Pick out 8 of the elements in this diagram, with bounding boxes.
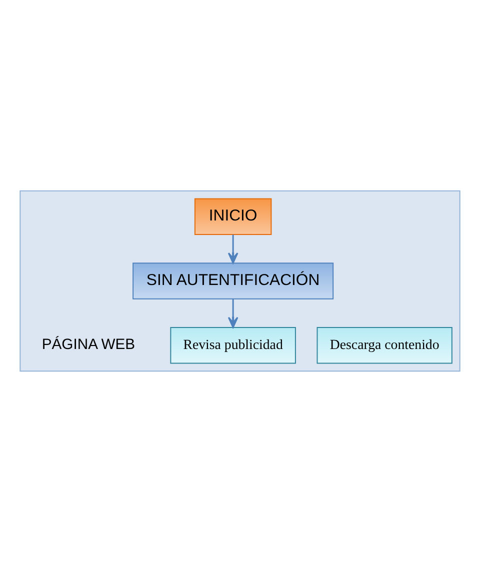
label: PÁGINA WEB	[42, 336, 136, 352]
node-box: Descarga contenido	[316, 326, 452, 364]
node-box: INICIO	[194, 198, 272, 234]
arrow	[228, 298, 238, 328]
node-box: SIN AUTENTIFICACIÓN	[132, 262, 334, 299]
arrow	[228, 234, 238, 264]
cluster	[20, 190, 460, 372]
node-box: Revisa publicidad	[170, 326, 296, 364]
